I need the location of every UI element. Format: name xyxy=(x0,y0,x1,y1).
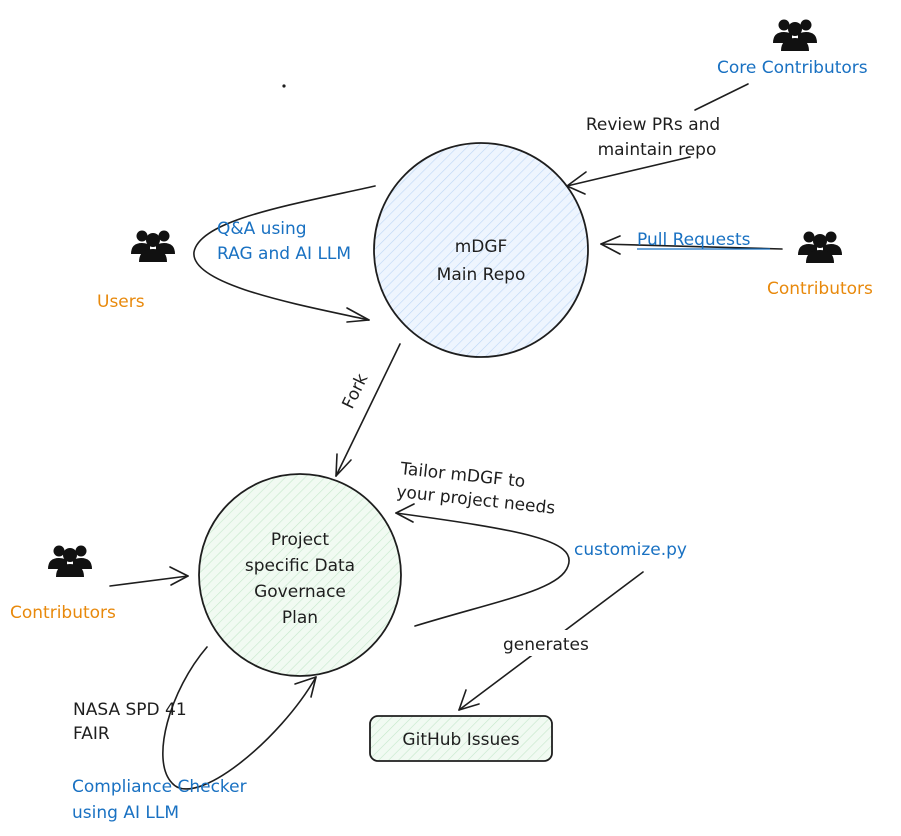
tailor-label-line2: your project needs xyxy=(395,482,556,519)
contributors-right-actor[interactable]: Contributors xyxy=(767,231,873,300)
pull-requests-line xyxy=(600,243,783,250)
compliance-arrowhead xyxy=(294,676,317,698)
qa-label-line1: Q&A using xyxy=(217,219,307,239)
compliance-edge: NASA SPD 41 FAIR Compliance Checker usin… xyxy=(72,646,317,823)
people-icon xyxy=(773,19,817,51)
fork-label: Fork xyxy=(339,371,373,413)
review-label-line2: maintain repo xyxy=(598,140,717,160)
tailor-arrowhead xyxy=(395,503,415,523)
fork-edge: Fork xyxy=(335,343,401,477)
project-plan-node[interactable]: Project specific Data Governace Plan xyxy=(198,473,402,677)
generates-edge: generates xyxy=(458,571,644,711)
core-contributors-actor[interactable]: Core Contributors xyxy=(717,19,868,79)
fork-line xyxy=(335,343,401,477)
github-issues-node[interactable]: GitHub Issues xyxy=(369,715,553,762)
generates-label-bg xyxy=(498,630,602,656)
project-plan-label-line4: Plan xyxy=(282,608,318,628)
compliance-label-line1: NASA SPD 41 xyxy=(73,700,187,720)
customize-label: customize.py xyxy=(574,540,687,560)
fork-arrowhead xyxy=(335,453,352,477)
pull-requests-arrowhead xyxy=(600,235,621,255)
pull-requests-edge: Pull Requests xyxy=(600,230,783,255)
project-plan-label-line1: Project xyxy=(271,530,329,550)
users-label: Users xyxy=(97,292,145,312)
generates-arrowhead xyxy=(458,689,480,711)
qa-label-line2: RAG and AI LLM xyxy=(217,244,351,264)
contributors-left-actor[interactable]: Contributors xyxy=(10,545,116,624)
main-repo-node[interactable]: mDGF Main Repo xyxy=(373,142,589,358)
compliance-curve xyxy=(162,646,317,790)
project-plan-label-line2: specific Data xyxy=(245,556,355,576)
core-contributors-label: Core Contributors xyxy=(717,58,868,78)
people-icon xyxy=(48,545,92,577)
contributors-left-label: Contributors xyxy=(10,603,116,623)
compliance-label-line4: using AI LLM xyxy=(72,803,179,823)
contributors-left-edge xyxy=(109,566,189,587)
review-edge-line xyxy=(566,156,691,187)
review-edge-line-top xyxy=(694,83,749,111)
main-repo-label-line1: mDGF xyxy=(455,237,508,257)
compliance-label-line2: FAIR xyxy=(73,724,110,744)
contributors-left-line xyxy=(109,575,189,587)
review-label-line1: Review PRs and xyxy=(586,115,720,135)
project-plan-label-line3: Governace xyxy=(254,582,346,602)
contributors-right-label: Contributors xyxy=(767,279,873,299)
qa-curve xyxy=(193,185,376,321)
review-arrowhead xyxy=(566,171,587,195)
users-actor[interactable]: Users xyxy=(97,230,175,313)
tailor-curve xyxy=(395,512,570,627)
generates-label: generates xyxy=(503,635,589,655)
tailor-edge: Tailor mDGF to your project needs custom… xyxy=(395,459,687,627)
contributors-left-arrowhead xyxy=(169,566,189,586)
people-icon xyxy=(131,230,175,262)
main-repo-label-line2: Main Repo xyxy=(437,265,526,285)
people-icon xyxy=(798,231,842,263)
github-issues-label: GitHub Issues xyxy=(402,730,519,750)
pull-requests-label: Pull Requests xyxy=(637,230,751,250)
stray-dot xyxy=(282,84,286,88)
compliance-label-line3: Compliance Checker xyxy=(72,777,247,797)
qa-edge: Q&A using RAG and AI LLM xyxy=(193,185,376,323)
review-edge: Review PRs and maintain repo xyxy=(566,83,749,195)
qa-arrowhead xyxy=(346,307,370,323)
